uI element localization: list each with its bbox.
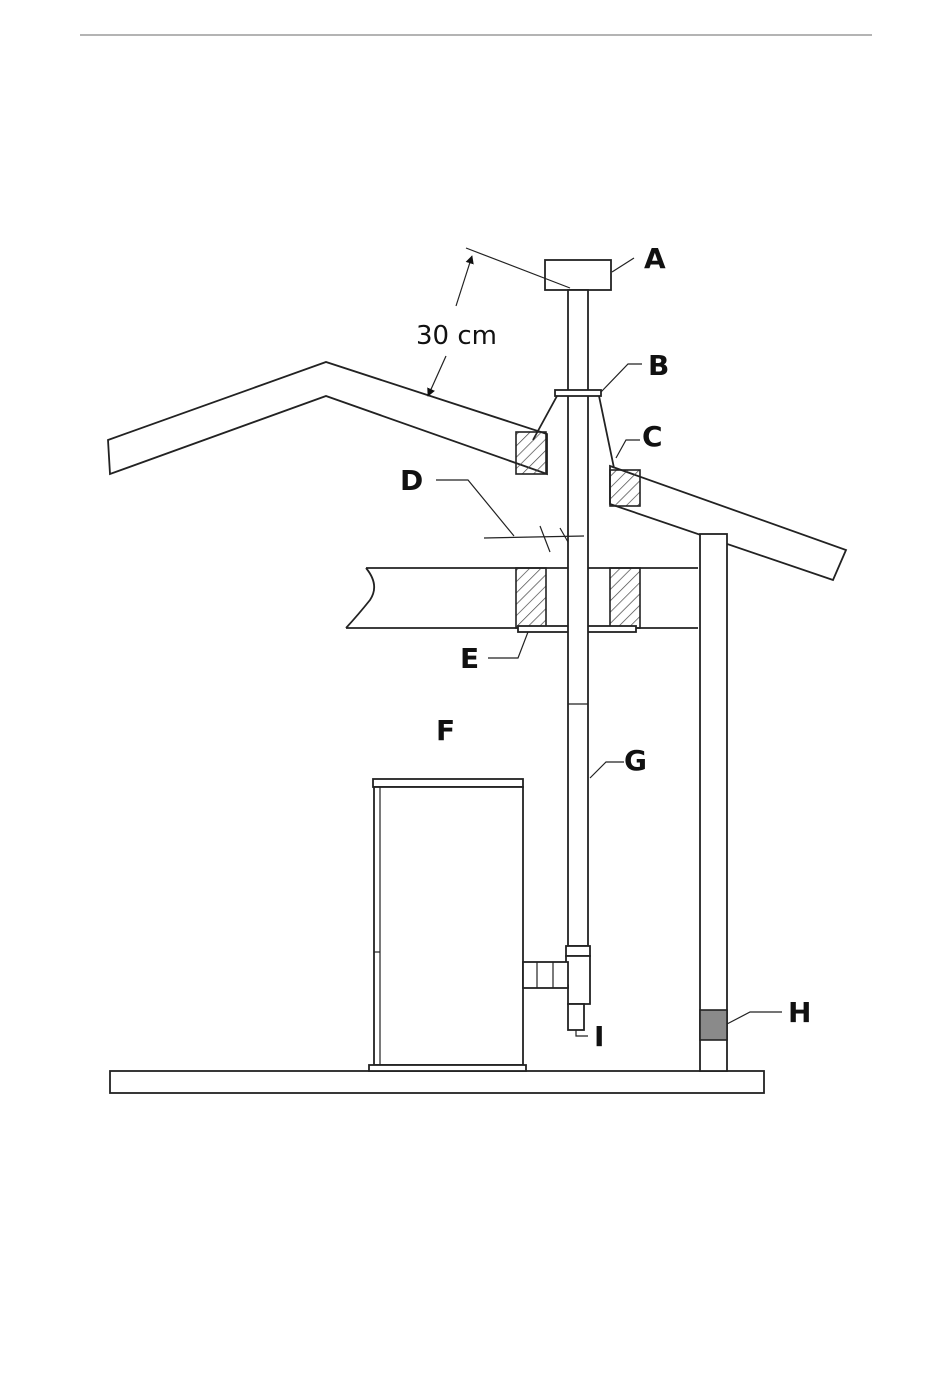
roof-right [610, 466, 846, 580]
stove-body [374, 787, 523, 1065]
label-d: D [400, 464, 423, 497]
roof-block-left [516, 432, 546, 474]
label-f: F [436, 714, 455, 747]
ceiling-block-right [610, 568, 640, 628]
stove-top [373, 779, 523, 787]
wall-vent [700, 1010, 727, 1040]
label-b: B [648, 349, 669, 382]
chimney-cap [545, 260, 611, 290]
label-i: I [594, 1020, 604, 1053]
dimension-arrow-top [456, 256, 472, 306]
label-c: C [642, 420, 663, 453]
dimension-arrow-bottom [428, 356, 446, 396]
stove-base [369, 1065, 526, 1071]
chimney-pipe [568, 290, 588, 946]
stove-flue-connector [523, 962, 568, 988]
ceiling-block-left [516, 568, 546, 628]
drain-cap [568, 1004, 584, 1030]
pipe-adapter [566, 946, 590, 956]
dimension-label: 30 cm [416, 321, 497, 351]
label-h: H [788, 996, 811, 1029]
label-g: G [624, 744, 647, 777]
roof-left [108, 362, 547, 474]
label-e: E [460, 642, 479, 675]
storm-collar [555, 390, 601, 396]
label-a: A [644, 242, 666, 275]
roof-block-right [610, 470, 640, 506]
pipe-tee [566, 956, 590, 1004]
floor-slab [110, 1071, 764, 1093]
exterior-wall [700, 534, 727, 1071]
